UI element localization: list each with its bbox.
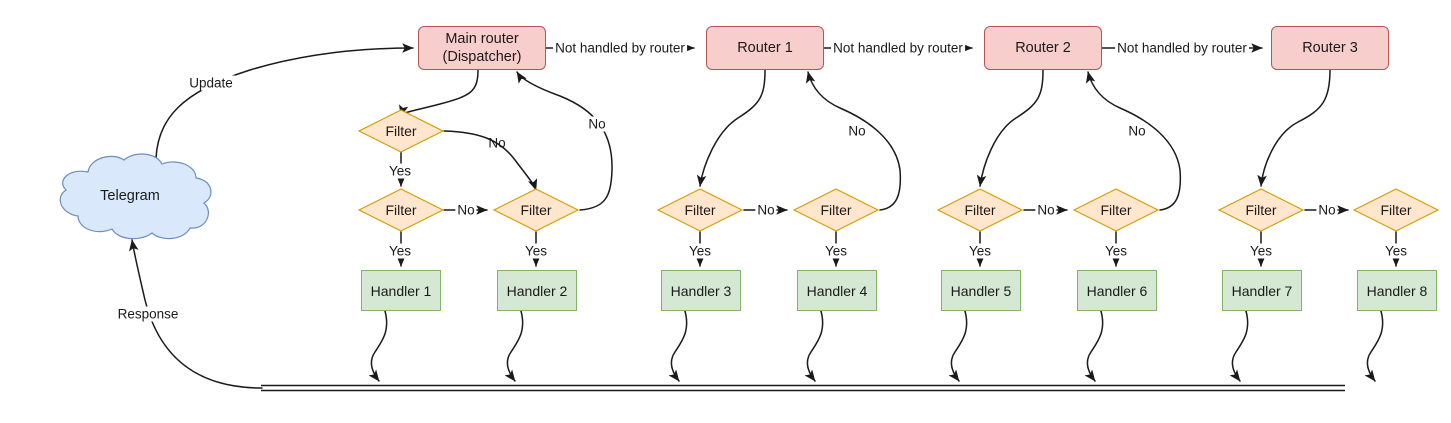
telegram-cloud[interactable]: Telegram [42,150,218,242]
edge-label-yes-ftop: Yes [386,163,414,179]
edge-label-yes-f4: Yes [822,243,850,259]
edge-h4-bus [804,310,824,382]
handler-7[interactable]: Handler 7 [1222,270,1302,311]
handler-3[interactable]: Handler 3 [661,270,741,311]
router-1[interactable]: Router 1 [706,26,824,70]
router-1-label: Router 1 [737,39,793,56]
router-main-line2: (Dispatcher) [442,49,522,65]
edge-label-no-f4-return: No [846,123,868,139]
edge-h1-bus [368,310,388,382]
edge-label-no-f2-return: No [586,116,608,132]
filter-label: Filter [1100,202,1132,218]
edge-label-yes-f3: Yes [686,243,714,259]
diamond-shape [493,188,579,232]
router-3[interactable]: Router 3 [1271,26,1389,70]
diamond-shape [358,188,444,232]
filter-label: Filter [820,202,852,218]
filter-3[interactable]: Filter [657,188,743,232]
handler-label: Handler 1 [370,282,432,299]
edge-r3-to-f7 [1257,69,1331,187]
handler-label: Handler 4 [806,282,868,299]
filter-7[interactable]: Filter [1218,188,1304,232]
handler-label: Handler 6 [1086,282,1148,299]
edge-label-no-f6-return: No [1126,123,1148,139]
edge-label-not-handled-1: Not handled by router [553,40,687,56]
handler-4[interactable]: Handler 4 [797,270,877,311]
filter-label: Filter [964,202,996,218]
handler-8[interactable]: Handler 8 [1357,270,1437,311]
edge-label-yes-f1: Yes [386,243,414,259]
handler-label: Handler 2 [506,282,568,299]
edge-f6-no-return [1085,71,1182,211]
response-bus [261,384,1345,392]
edge-label-yes-f7: Yes [1247,243,1275,259]
edge-label-response: Response [115,306,181,322]
edge-label-not-handled-3: Not handled by router [1115,40,1249,56]
diamond-shape [1218,188,1304,232]
handler-label: Handler 8 [1366,282,1428,299]
handler-5[interactable]: Handler 5 [941,270,1021,311]
filter-label: Filter [385,202,417,218]
edge-label-yes-f6: Yes [1102,243,1130,259]
filter-8[interactable]: Filter [1353,188,1439,232]
edge-label-no-f7: No [1316,202,1338,218]
edge-update [155,43,414,159]
edge-label-update: Update [187,75,235,91]
filter-5[interactable]: Filter [937,188,1023,232]
edge-h6-bus [1084,310,1104,382]
filter-4[interactable]: Filter [793,188,879,232]
edge-label-no-f1: No [455,202,477,218]
edge-label-no-f3: No [755,202,777,218]
edge-h2-bus [504,310,524,382]
diamond-shape [937,188,1023,232]
router-2-label: Router 2 [1015,39,1071,56]
router-3-label: Router 3 [1302,39,1358,56]
handler-label: Handler 7 [1231,282,1293,299]
diamond-shape [358,109,444,153]
diamond-shape [793,188,879,232]
filter-label: Filter [520,202,552,218]
filter-1[interactable]: Filter [358,188,444,232]
diamond-shape [1353,188,1439,232]
edge-label-no-f5: No [1035,202,1057,218]
edge-r1-to-f3 [696,69,766,187]
filter-top-main[interactable]: Filter [358,109,444,153]
edge-f4-no-return [805,71,902,211]
handler-2[interactable]: Handler 2 [497,270,577,311]
edge-ftop-no [443,130,538,191]
edge-label-no-ftop: No [488,135,506,151]
handler-label: Handler 3 [670,282,732,299]
edge-label-yes-f2: Yes [522,243,550,259]
filter-6[interactable]: Filter [1073,188,1159,232]
filter-label: Filter [1245,202,1277,218]
edge-h3-bus [668,310,688,382]
edge-h7-bus [1229,310,1249,382]
router-2[interactable]: Router 2 [984,26,1102,70]
diamond-shape [1073,188,1159,232]
edge-h8-bus [1364,310,1384,382]
handler-label: Handler 5 [950,282,1012,299]
edge-label-not-handled-2: Not handled by router [831,40,965,56]
cloud-shape [59,153,212,240]
router-main[interactable]: Main router (Dispatcher) [418,26,546,70]
filter-label: Filter [684,202,716,218]
filter-label: Filter [385,123,417,139]
handler-1[interactable]: Handler 1 [361,270,441,311]
edge-label-yes-f8: Yes [1382,243,1410,259]
edge-response [129,239,263,389]
filter-2[interactable]: Filter [493,188,579,232]
edge-h5-bus [948,310,968,382]
diamond-shape [657,188,743,232]
handler-6[interactable]: Handler 6 [1077,270,1157,311]
edge-label-yes-f5: Yes [966,243,994,259]
filter-label: Filter [1380,202,1412,218]
router-main-line1: Main router [445,30,519,47]
cloud-label: Telegram [100,188,160,204]
edge-r2-to-f5 [976,69,1044,187]
